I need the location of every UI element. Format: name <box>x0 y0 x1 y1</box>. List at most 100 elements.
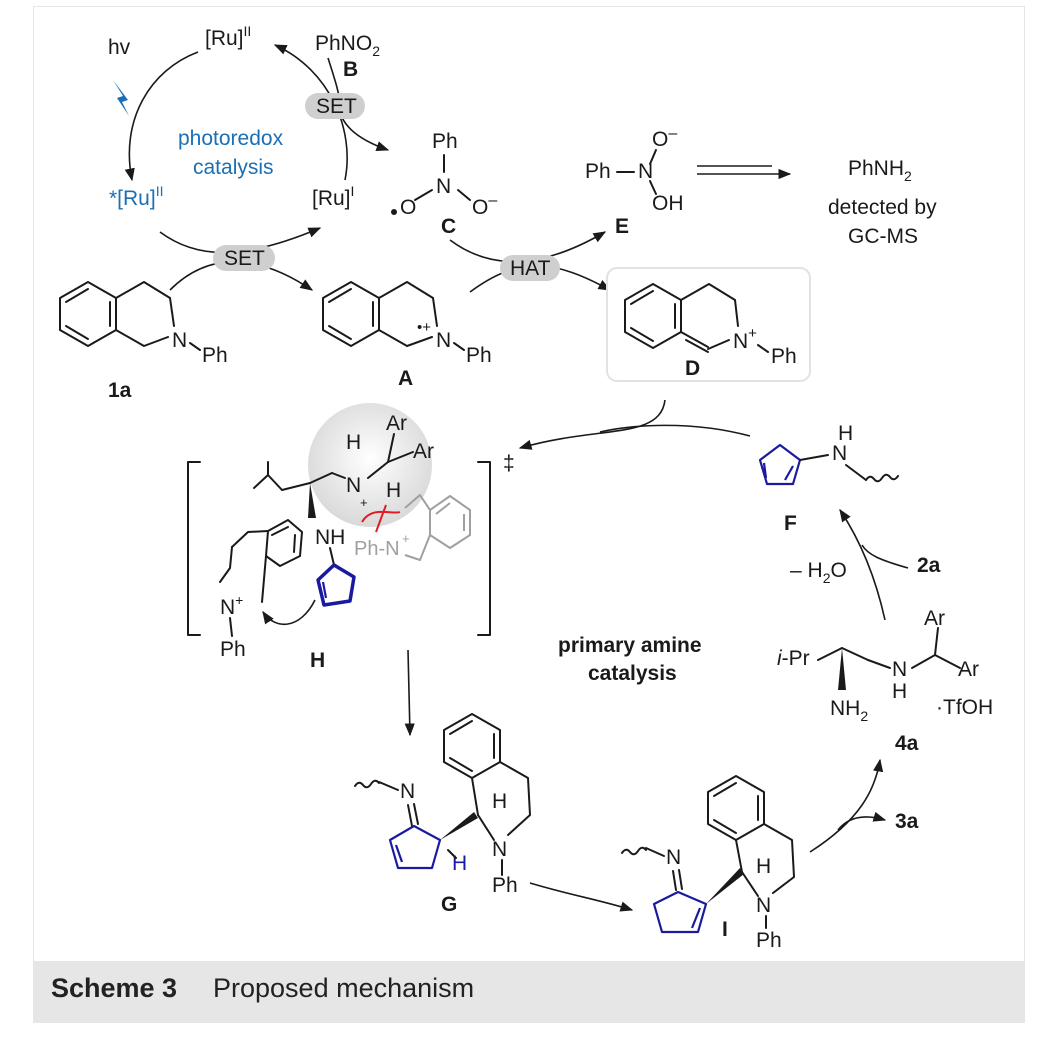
ru-i-label: [Ru]I <box>312 183 354 210</box>
G-ph: Ph <box>492 874 518 897</box>
hat-step: HAT <box>449 231 612 293</box>
G-h1: H <box>492 790 507 813</box>
ts-bracket-right <box>477 461 491 636</box>
C-o-right: O– <box>472 192 497 219</box>
C-ph: Ph <box>432 130 458 153</box>
excitation-arrow <box>124 51 199 182</box>
water-loss: – H2O <box>790 559 847 586</box>
ts-h-bond: H <box>386 479 401 502</box>
2a-in-arrow <box>861 544 909 569</box>
aniline-line3: GC-MS <box>848 225 918 248</box>
D-ph: Ph <box>771 345 797 368</box>
ts-h-top: H <box>346 431 361 454</box>
4a-ar2: Ar <box>958 658 979 681</box>
4a-ipr: i-Pr <box>777 647 810 670</box>
I-to-4a-arrow <box>809 758 884 853</box>
I-ph: Ph <box>756 929 782 952</box>
amine-cycle-line2: catalysis <box>588 662 677 685</box>
radical-dot <box>391 209 397 215</box>
E-n: N <box>638 160 653 183</box>
F-h: H <box>838 422 853 445</box>
label-F: F <box>784 512 797 535</box>
D-to-H-arrow <box>518 399 666 450</box>
label-A: A <box>398 367 413 390</box>
1a-ph: Ph <box>202 344 228 367</box>
G-n: N <box>492 838 507 861</box>
G-to-I-arrow <box>529 882 634 912</box>
aniline-product: PhNH2 detected by GC-MS <box>828 157 937 248</box>
I-n-imine: N <box>666 846 681 869</box>
ru-ii-excited-label: *[Ru]II <box>109 183 163 210</box>
D-n: N+ <box>733 325 757 353</box>
E-o: O– <box>652 125 677 151</box>
ts-n: N <box>346 474 361 497</box>
G-wavy-bond <box>354 779 380 789</box>
ts-ar2: Ar <box>413 440 434 463</box>
radical-C: Ph N O O– C <box>391 130 497 238</box>
caption-label: Scheme 3 <box>51 973 178 1003</box>
hat-pill <box>500 255 560 281</box>
phno2-label: PhNO2 <box>315 32 380 59</box>
ts-dagger: ‡ <box>503 452 515 475</box>
catalyst-4a: i-Pr NH2 N H Ar Ar ·TfOH 4a <box>777 607 993 755</box>
G-n-imine: N <box>400 780 415 803</box>
caption-text: Proposed mechanism <box>213 973 475 1003</box>
aniline-line2: detected by <box>828 196 937 219</box>
set-pill-2 <box>213 245 275 271</box>
hat-label: HAT <box>510 257 551 280</box>
1a-n: N <box>172 329 187 352</box>
label-C: C <box>441 215 456 238</box>
I-n: N <box>756 894 771 917</box>
ts-plus-grey: + <box>402 531 410 546</box>
F-to-H-arrow <box>599 424 751 437</box>
ts-bracket-left <box>187 461 201 636</box>
label-G: G <box>441 893 457 916</box>
4a-nh2: NH2 <box>830 697 868 724</box>
E-oh: OH <box>652 192 684 215</box>
label-I: I <box>722 918 728 941</box>
I-wavy-bond <box>621 846 647 856</box>
A-ph: Ph <box>466 344 492 367</box>
ts-nh: NH <box>315 526 345 549</box>
4a-tfoh: ·TfOH <box>936 696 993 719</box>
ts-halo <box>308 403 432 527</box>
C-n: N <box>436 175 451 198</box>
D-box <box>606 267 811 382</box>
substrate-1a: N Ph 1a <box>59 281 228 402</box>
set-label-1: SET <box>316 95 357 118</box>
4a-ar1: Ar <box>924 607 945 630</box>
A-n: N <box>436 329 451 352</box>
caption-bar: Scheme 3 Proposed mechanism <box>33 961 1025 1023</box>
label-1a: 1a <box>108 379 132 402</box>
product-3a: 3a <box>895 810 919 833</box>
intermediate-I: N H N Ph I <box>621 775 795 952</box>
set-label-2: SET <box>224 247 265 270</box>
label-H: H <box>310 649 325 672</box>
C-o-left: O <box>400 196 416 219</box>
enamine-F: N H F <box>758 422 899 535</box>
ts-iminium-n: N+ <box>220 592 243 619</box>
ts-iminium-ph: Ph <box>220 638 246 661</box>
label-E: E <box>615 215 629 238</box>
photoredox-label-line2: catalysis <box>193 156 274 179</box>
set-pill-1 <box>305 93 365 119</box>
radical-A: •+ N Ph A <box>322 281 492 390</box>
H-to-G-arrow <box>404 649 415 737</box>
photoredox-label-line1: photoredox <box>178 127 284 150</box>
E-ph: Ph <box>585 160 611 183</box>
label-4a: 4a <box>895 732 919 755</box>
ts-ar1: Ar <box>386 412 407 435</box>
lightning-icon <box>113 80 129 116</box>
4a-to-F-arrow <box>839 508 886 621</box>
A-radical-mark: •+ <box>417 319 431 336</box>
4a-h: H <box>892 680 907 703</box>
transition-state-H: ‡ NH N H + H Ar Ar Ph-N + <box>187 403 515 672</box>
ts-cyclopentene <box>316 563 356 607</box>
ts-ph-n: Ph-N <box>354 538 400 560</box>
species-E: Ph N O– OH E <box>585 125 792 238</box>
iminium-D: N+ Ph D <box>606 267 811 382</box>
scheme-frame <box>33 6 1025 1023</box>
ru-ii-label: [Ru]II <box>205 23 251 50</box>
hv-label: hv <box>108 36 131 59</box>
